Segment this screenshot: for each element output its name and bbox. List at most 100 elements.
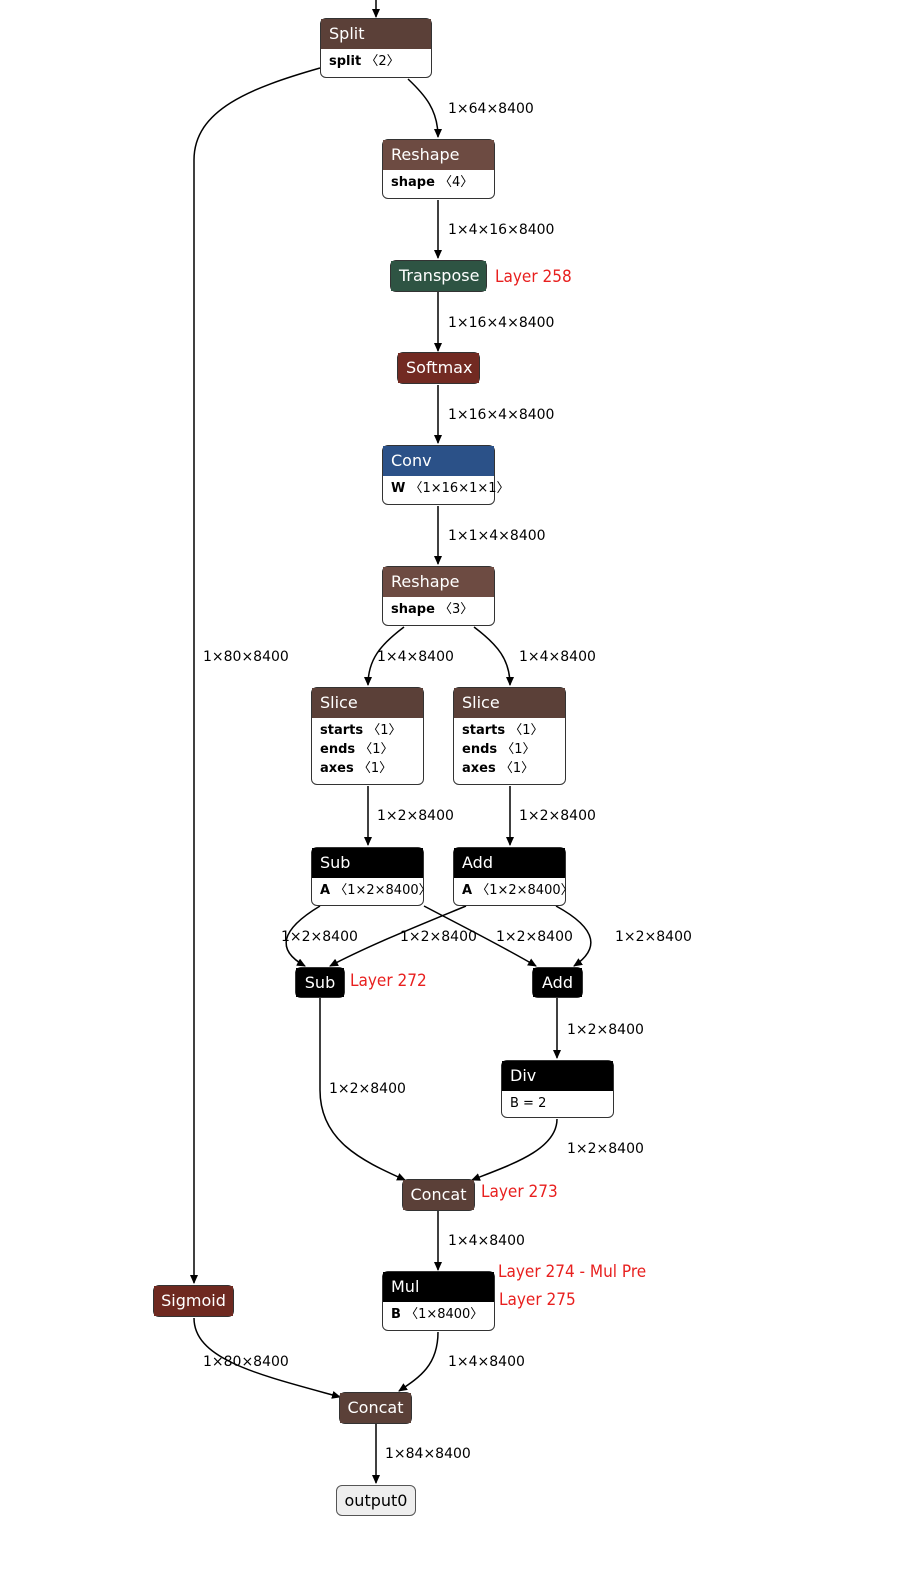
- attr-value: 〈1〉: [501, 742, 536, 757]
- edge-label: 1×2×8400: [567, 1022, 644, 1038]
- note-layer-272: Layer 272: [350, 971, 427, 991]
- attr-key: shape: [391, 602, 435, 617]
- attr-row: ends 〈1〉: [462, 740, 557, 759]
- attr-key: A: [320, 883, 331, 898]
- attr-row: axes 〈1〉: [320, 759, 415, 778]
- edge-sub-sub2: [285, 905, 321, 967]
- attr-key: starts: [462, 723, 506, 738]
- node-reshape[interactable]: Reshape shape 〈4〉: [382, 139, 495, 199]
- node-sub2[interactable]: Sub: [295, 967, 345, 998]
- node-add2-title: Add: [533, 968, 582, 997]
- attr-value: 〈1×2×8400〉: [476, 883, 574, 898]
- edge-label: 1×80×8400: [203, 649, 289, 665]
- note-layer-258: Layer 258: [495, 267, 572, 287]
- node-sub[interactable]: Sub A 〈1×2×8400〉: [311, 847, 432, 906]
- edge-label: 1×4×8400: [377, 649, 454, 665]
- edge-add-add2: [555, 905, 592, 967]
- note-layer-273: Layer 273: [481, 1182, 558, 1202]
- node-transpose[interactable]: Transpose: [390, 260, 487, 292]
- edge-reshape-slice-right: [473, 626, 514, 686]
- node-mul-title: Mul: [383, 1272, 494, 1302]
- node-slice-title: Slice: [312, 688, 423, 718]
- edge-label: 1×2×8400: [329, 1081, 406, 1097]
- edge-label: 1×16×4×8400: [448, 315, 555, 331]
- attr-row: B 〈1×8400〉: [391, 1305, 486, 1324]
- edge-label: 1×4×8400: [519, 649, 596, 665]
- attr-value: 〈1×8400〉: [405, 1307, 484, 1322]
- edge-label: 1×1×4×8400: [448, 528, 546, 544]
- node-sub-attrs: A 〈1×2×8400〉: [312, 878, 432, 903]
- attr-row: A 〈1×2×8400〉: [462, 881, 574, 900]
- edge-label: 1×2×8400: [377, 808, 454, 824]
- node-div[interactable]: Div B = 2: [501, 1060, 614, 1118]
- node-reshape[interactable]: Reshape shape 〈3〉: [382, 566, 495, 626]
- attr-value: 〈1〉: [359, 742, 394, 757]
- edge-mul-concat: [398, 1331, 439, 1392]
- node-softmax-title: Softmax: [398, 353, 479, 383]
- edge-sigmoid-concat: [193, 1317, 341, 1399]
- node-slice-attrs: starts 〈1〉 ends 〈1〉 axes 〈1〉: [454, 718, 565, 781]
- attr-key: ends: [462, 742, 498, 757]
- attr-value: 〈1〉: [509, 723, 544, 738]
- attr-row: shape 〈4〉: [391, 173, 486, 192]
- attr-value: 〈1×16×1×1〉: [409, 481, 510, 496]
- edge-label: 1×2×8400: [400, 929, 477, 945]
- node-concat-title: Concat: [403, 1180, 474, 1210]
- attr-row: starts 〈1〉: [462, 721, 557, 740]
- note-layer-275: Layer 275: [499, 1290, 576, 1310]
- edge-label: 1×2×8400: [496, 929, 573, 945]
- node-div-title: Div: [502, 1061, 613, 1091]
- node-slice-left[interactable]: Slice starts 〈1〉 ends 〈1〉 axes 〈1〉: [311, 687, 424, 785]
- attr-key: ends: [320, 742, 356, 757]
- node-reshape-title: Reshape: [383, 567, 494, 597]
- attr-row: ends 〈1〉: [320, 740, 415, 759]
- edge-label: 1×2×8400: [615, 929, 692, 945]
- node-mul-attrs: B 〈1×8400〉: [383, 1302, 494, 1327]
- edge-split-reshape: [407, 78, 442, 138]
- edge-reshape-slice-left: [364, 626, 405, 686]
- edge-label: 1×84×8400: [385, 1446, 471, 1462]
- node-conv-attrs: W 〈1×16×1×1〉: [383, 476, 510, 501]
- attr-key: B: [391, 1307, 401, 1322]
- attr-row: W 〈1×16×1×1〉: [391, 479, 510, 498]
- node-softmax[interactable]: Softmax: [397, 352, 480, 384]
- edge-label: 1×2×8400: [281, 929, 358, 945]
- node-add-title: Add: [454, 848, 565, 878]
- node-output[interactable]: output0: [336, 1485, 416, 1516]
- node-sigmoid[interactable]: Sigmoid: [153, 1285, 234, 1317]
- attr-key: shape: [391, 175, 435, 190]
- node-slice-right[interactable]: Slice starts 〈1〉 ends 〈1〉 axes 〈1〉: [453, 687, 566, 785]
- attr-key: starts: [320, 723, 364, 738]
- node-add[interactable]: Add A 〈1×2×8400〉: [453, 847, 574, 906]
- note-layer-274: Layer 274 - Mul Pre: [498, 1262, 647, 1282]
- attr-value: 〈3〉: [439, 602, 474, 617]
- node-reshape-title: Reshape: [383, 140, 494, 170]
- node-sub2-title: Sub: [296, 968, 344, 997]
- edge-div-concat: [471, 1118, 558, 1181]
- attr-value: 〈1×2×8400〉: [334, 883, 432, 898]
- attr-value: 〈1〉: [499, 761, 535, 776]
- edge-label: 1×80×8400: [203, 1354, 289, 1370]
- node-add-attrs: A 〈1×2×8400〉: [454, 878, 574, 903]
- edge-label: 1×4×8400: [448, 1354, 525, 1370]
- edge-label: 1×4×16×8400: [448, 222, 555, 238]
- node-split[interactable]: Split split 〈2〉: [320, 18, 432, 78]
- attr-row: B = 2: [510, 1096, 547, 1111]
- attr-row: A 〈1×2×8400〉: [320, 881, 432, 900]
- node-conv[interactable]: Conv W 〈1×16×1×1〉: [382, 445, 510, 505]
- attr-row: shape 〈3〉: [391, 600, 486, 619]
- node-concat[interactable]: Concat: [402, 1179, 475, 1211]
- edge-sub-add2: [423, 905, 537, 967]
- node-split-attrs: split 〈2〉: [321, 49, 431, 74]
- edge-label: 1×64×8400: [448, 101, 534, 117]
- node-slice-title: Slice: [454, 688, 565, 718]
- attr-row: starts 〈1〉: [320, 721, 415, 740]
- node-concat-final[interactable]: Concat: [339, 1392, 412, 1424]
- node-add2[interactable]: Add: [532, 967, 583, 998]
- node-concat-final-title: Concat: [340, 1393, 411, 1423]
- edge-label: 1×4×8400: [448, 1233, 525, 1249]
- attr-key: W: [391, 481, 406, 496]
- node-mul[interactable]: Mul B 〈1×8400〉: [382, 1271, 495, 1331]
